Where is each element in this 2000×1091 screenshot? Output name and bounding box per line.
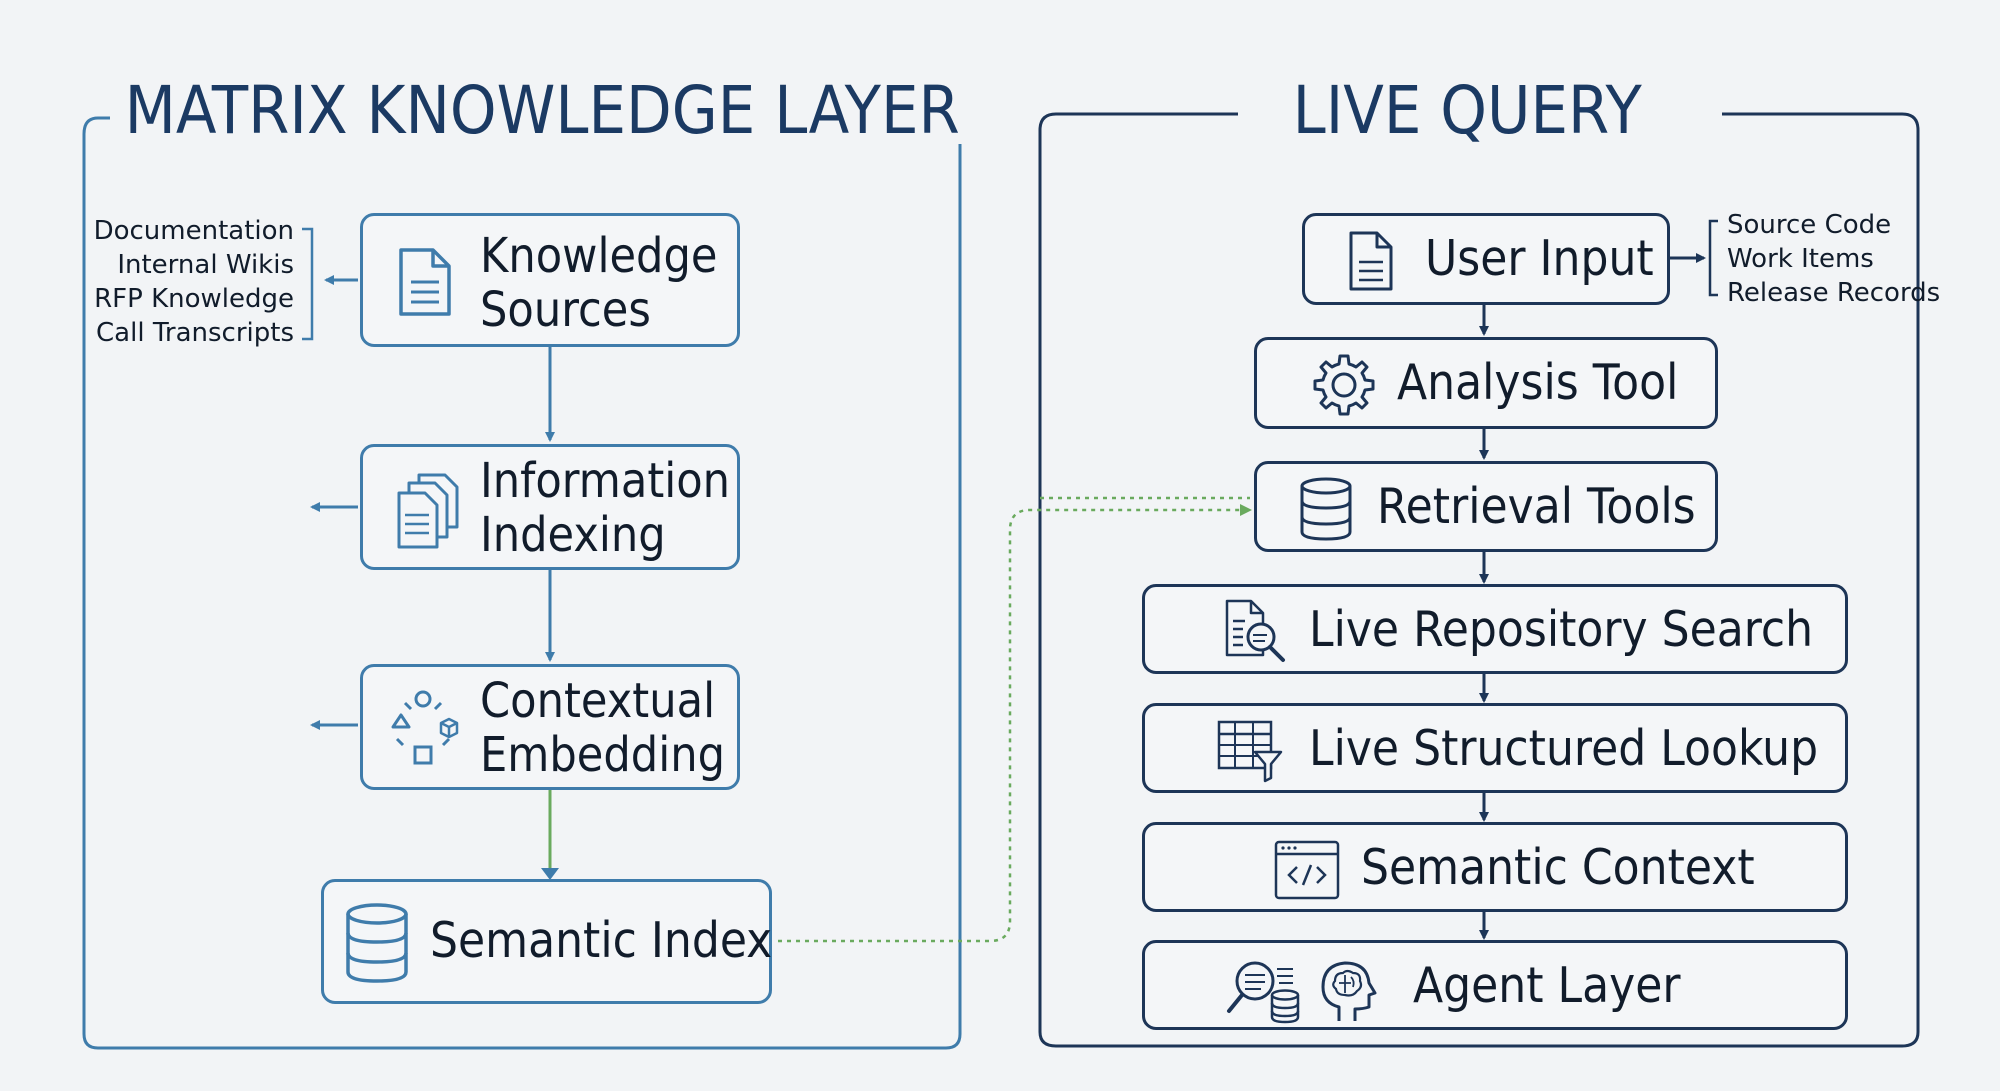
semantic-index-to-retrieval-connector (778, 504, 1252, 943)
inputs-list-bracket (1708, 219, 1718, 297)
information-indexing-label: Information Indexing (480, 453, 731, 563)
list-item: Source Code (1727, 210, 1892, 240)
list-item: Call Transcripts (96, 318, 294, 348)
connector-embedding-index-head (541, 868, 559, 880)
contextual-embedding-label: Contextual Embedding (480, 673, 726, 783)
document-icon (399, 248, 451, 316)
live-repository-search-label: Live Repository Search (1309, 601, 1814, 658)
table-filter-icon (1217, 720, 1283, 783)
retrieval-tools-label: Retrieval Tools (1377, 478, 1696, 535)
user-input-box[interactable]: User Input (1302, 213, 1670, 305)
live-structured-lookup-box[interactable]: Live Structured Lookup (1142, 703, 1848, 793)
list-item: Release Records (1727, 278, 1941, 308)
list-item: Internal Wikis (117, 250, 294, 280)
analysis-tool-label: Analysis Tool (1397, 354, 1679, 411)
analysis-tool-box[interactable]: Analysis Tool (1254, 337, 1718, 429)
code-window-icon (1274, 840, 1340, 900)
knowledge-sources-label: Knowledge Sources (480, 228, 718, 338)
agent-layer-box[interactable]: Agent Layer (1142, 940, 1848, 1030)
documents-stack-icon (397, 473, 459, 549)
agent-layer-label: Agent Layer (1413, 957, 1681, 1014)
live-panel-title: LIVE QUERY (1280, 78, 1655, 144)
list-item: Documentation (93, 216, 294, 246)
semantic-index-box[interactable]: Semantic Index (321, 879, 772, 1004)
user-input-sources-list: Source Code Work Items Release Records (1727, 208, 1940, 310)
search-database-brain-icon (1227, 961, 1377, 1024)
database-icon (1300, 477, 1352, 541)
contextual-embedding-box[interactable]: Contextual Embedding (360, 664, 740, 790)
knowledge-sources-box[interactable]: Knowledge Sources (360, 213, 740, 347)
label-line-1: Knowledge (480, 228, 718, 284)
live-panel-frame (1038, 112, 1920, 1048)
semantic-index-label: Semantic Index (430, 912, 773, 969)
document-icon (1349, 231, 1393, 291)
label-line-1: Contextual (480, 673, 716, 729)
label-line-1: Information (480, 453, 731, 509)
user-input-label: User Input (1425, 230, 1654, 287)
database-icon (346, 903, 408, 983)
live-structured-lookup-label: Live Structured Lookup (1309, 720, 1819, 777)
label-line-2: Indexing (480, 506, 666, 563)
shapes-cluster-icon (391, 690, 459, 765)
list-item: Work Items (1727, 244, 1874, 274)
knowledge-sources-list: Documentation Internal Wikis RFP Knowled… (94, 214, 294, 350)
knowledge-panel-title: MATRIX KNOWLEDGE LAYER (112, 78, 973, 144)
sources-list-bracket (302, 227, 314, 341)
label-line-2: Sources (480, 281, 651, 338)
gear-icon (1313, 354, 1375, 416)
semantic-context-box[interactable]: Semantic Context (1142, 822, 1848, 912)
retrieval-tools-box[interactable]: Retrieval Tools (1254, 461, 1718, 552)
live-repository-search-box[interactable]: Live Repository Search (1142, 584, 1848, 674)
list-item: RFP Knowledge (94, 284, 294, 314)
document-search-icon (1225, 599, 1285, 662)
semantic-context-label: Semantic Context (1361, 839, 1755, 896)
label-line-2: Embedding (480, 726, 726, 783)
information-indexing-box[interactable]: Information Indexing (360, 444, 740, 570)
